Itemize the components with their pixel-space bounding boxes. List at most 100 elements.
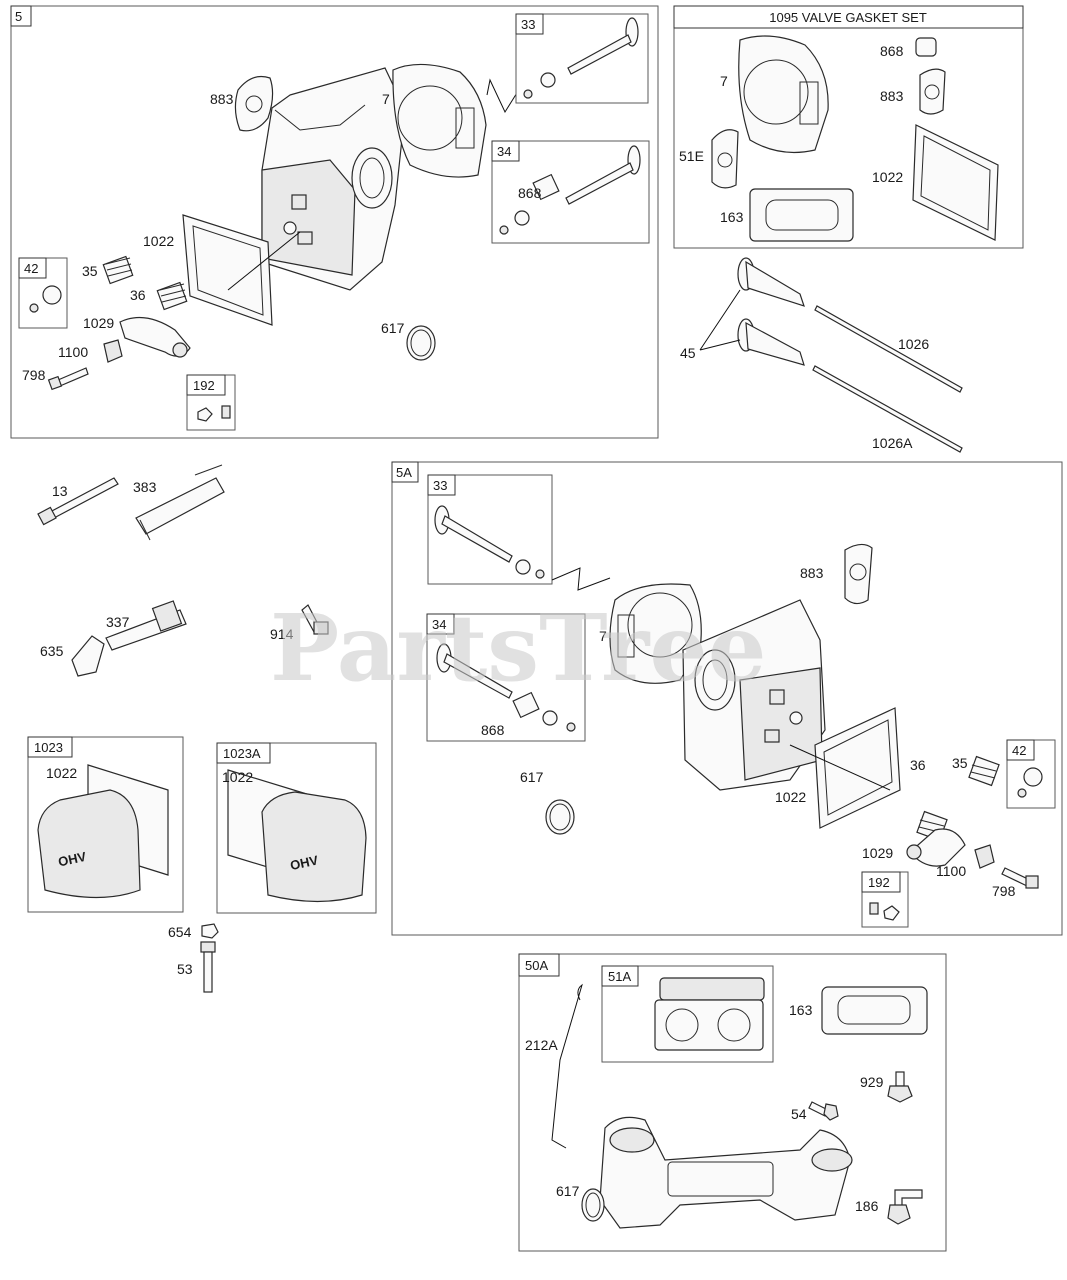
label-7-5a: 7	[599, 628, 607, 644]
seal-868-set[interactable]	[915, 37, 937, 57]
label-186: 186	[855, 1198, 879, 1214]
sub-label-192-5a: 192	[868, 875, 890, 890]
sub-label-33-5a: 33	[433, 478, 447, 493]
label-868-5a: 868	[481, 722, 505, 738]
intake-valve-34[interactable]	[565, 145, 641, 205]
label-914: 914	[270, 626, 294, 642]
group-label-1095: 1095 VALVE GASKET SET	[769, 10, 927, 25]
group-1023-rocker-cover: 1023 1022 OHV	[27, 736, 184, 913]
gasket-883-5a[interactable]	[844, 543, 873, 605]
label-654: 654	[168, 924, 192, 940]
ohv-badge-1023: OHV	[57, 849, 88, 870]
exhaust-valve-33-5a[interactable]	[434, 505, 513, 563]
sub-label-51a: 51A	[608, 969, 631, 984]
head-gasket-7-set[interactable]	[738, 35, 829, 154]
rocker-bolt-798-5a[interactable]	[1001, 867, 1039, 889]
valve-spring-35[interactable]	[102, 255, 134, 285]
label-35-5a: 35	[952, 755, 968, 771]
breather-tube-212a[interactable]	[551, 983, 583, 1149]
group-5-cylinder-head: 5 883 7 33	[10, 5, 659, 439]
intake-gasket-163[interactable]	[821, 986, 928, 1035]
screw-914[interactable]	[301, 604, 329, 635]
label-883-set: 883	[880, 88, 904, 104]
pushrod-1026a[interactable]	[812, 365, 963, 453]
label-36: 36	[130, 287, 146, 303]
intake-gasket-set-51a[interactable]	[654, 977, 765, 1051]
rocker-cover-gasket-1022-5a[interactable]	[814, 707, 901, 829]
label-163-50a: 163	[789, 1002, 813, 1018]
label-1026a: 1026A	[872, 435, 913, 451]
intake-valve-34-5a[interactable]	[436, 643, 513, 699]
bolt-13[interactable]	[37, 477, 119, 526]
ohv-badge-1023a: OHV	[289, 852, 320, 873]
label-7: 7	[382, 91, 390, 107]
gasket-883-set[interactable]	[919, 68, 946, 115]
intake-gasket-883[interactable]	[234, 75, 274, 132]
label-798: 798	[22, 367, 46, 383]
parts-tree-watermark: PartsTree	[270, 594, 766, 702]
pushrod-1026[interactable]	[814, 305, 963, 393]
rocker-cover-1023a[interactable]	[261, 791, 367, 903]
group-label-5a: 5A	[396, 465, 412, 480]
label-1026: 1026	[898, 336, 929, 352]
label-53: 53	[177, 961, 193, 977]
label-1022: 1022	[143, 233, 174, 249]
group-label-50a: 50A	[525, 958, 548, 973]
head-gasket-7[interactable]	[392, 63, 487, 178]
rocker-pivot-1100-5a[interactable]	[974, 844, 995, 869]
valve-guide-45-a[interactable]	[737, 257, 805, 307]
fitting-929[interactable]	[887, 1071, 913, 1103]
elbow-fitting-186[interactable]	[887, 1189, 923, 1225]
sub-label-42-5a: 42	[1012, 743, 1026, 758]
stud-53[interactable]	[200, 941, 216, 993]
intake-gasket-163-set[interactable]	[749, 188, 854, 242]
rocker-arm-1029-5a[interactable]	[909, 828, 966, 867]
sub-label-192: 192	[193, 378, 215, 393]
sub-label-34: 34	[497, 144, 511, 159]
label-36-5a: 36	[910, 757, 926, 773]
label-163-set: 163	[720, 209, 744, 225]
label-798-5a: 798	[992, 883, 1016, 899]
valve-guide-45-b[interactable]	[737, 318, 805, 366]
intake-manifold[interactable]	[599, 1116, 853, 1229]
label-1022-5a: 1022	[775, 789, 806, 805]
group-label-1023a: 1023A	[223, 746, 261, 761]
label-929: 929	[860, 1074, 884, 1090]
spark-plug-337[interactable]	[105, 600, 187, 651]
rocker-bolt-798[interactable]	[47, 367, 89, 391]
group-label-1023: 1023	[34, 740, 63, 755]
breather-383[interactable]	[135, 464, 225, 541]
label-1100-5a: 1100	[936, 863, 966, 879]
spark-plug-boot-635[interactable]	[71, 635, 105, 677]
loose-parts: 13 383 337 635 914	[37, 464, 329, 677]
label-635: 635	[40, 643, 64, 659]
rocker-arm-1029[interactable]	[119, 316, 191, 357]
label-35: 35	[82, 263, 98, 279]
cylinder-head-5a[interactable]	[682, 599, 826, 791]
valve-guides-and-pushrods: 45 1026 1026A	[680, 257, 963, 453]
label-51e-set: 51E	[679, 148, 704, 164]
label-617: 617	[381, 320, 405, 336]
gasket-51e-set[interactable]	[711, 129, 739, 189]
nut-654[interactable]	[201, 923, 219, 939]
sub-label-34-5a: 34	[432, 617, 446, 632]
label-1022-1023: 1022	[46, 765, 77, 781]
label-1029: 1029	[83, 315, 114, 331]
rocker-cover-gasket-1022-set[interactable]	[912, 124, 999, 241]
label-7-set: 7	[720, 73, 728, 89]
label-1029-5a: 1029	[862, 845, 893, 861]
rocker-cover-1023[interactable]	[37, 789, 141, 899]
rocker-pivot-1100[interactable]	[103, 339, 123, 363]
label-617-5a: 617	[520, 769, 544, 785]
o-ring-617-50a[interactable]	[581, 1188, 605, 1222]
sub-label-33: 33	[521, 17, 535, 32]
valve-spring-36[interactable]	[156, 281, 188, 311]
group-50a-intake-manifold: 50A 51A 212A 163 929 54	[518, 953, 947, 1252]
exhaust-valve-33[interactable]	[567, 17, 639, 75]
label-883-5a: 883	[800, 565, 824, 581]
label-1100: 1100	[58, 344, 88, 360]
label-212a: 212A	[525, 1037, 558, 1053]
bolt-54[interactable]	[808, 1101, 839, 1121]
rocker-cover-gasket-1022[interactable]	[182, 214, 273, 326]
valve-spring-35-5a[interactable]	[968, 755, 1000, 787]
